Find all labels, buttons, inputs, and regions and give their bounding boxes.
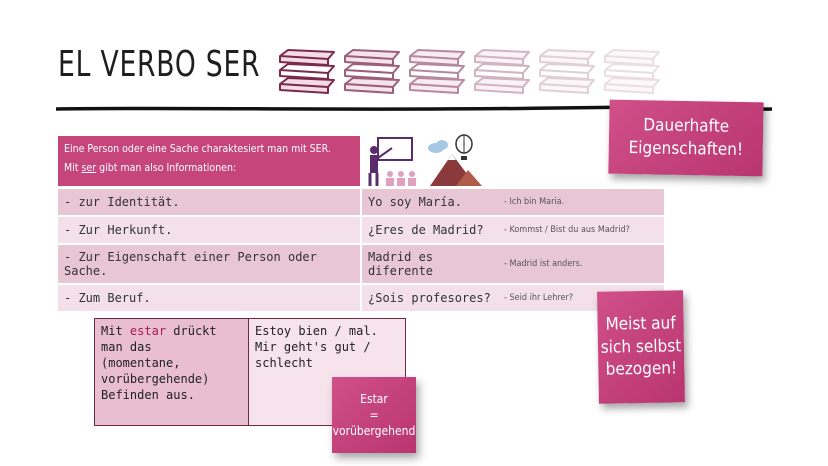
estar-box: Mit estar drückt man das (momentane, vor… [94,318,406,426]
table-row: - Zum Beruf. ¿Sois profesores? - Seid ih… [58,285,664,311]
illustration-icons [368,134,482,186]
estar-explanation: Mit estar drückt man das (momentane, vor… [95,319,249,425]
book-stack-icon [344,49,400,94]
row-label: - Zur Eigenschaft einer Person oder Sach… [64,250,317,278]
note-line: Eigenschaften! [628,138,744,160]
row-translation: - Seid ihr Lehrer? [504,293,574,303]
row-example: Madrid es diferente [360,245,504,283]
row-example: ¿Eres de Madrid? [360,217,504,243]
sticky-note-estar: Estar=vorübergehend [332,377,416,453]
row-translation: - Ich bin Maria. [504,197,565,207]
book-stack-icon [474,49,530,94]
row-translation: - Madrid ist anders. [504,259,583,269]
estar-word: estar [129,324,167,338]
intro-line-2: Mit ser gibt man also Informationen: [64,162,237,174]
page-title: EL VERBO SER [58,44,261,85]
note-line: Dauerhafte [643,115,730,137]
balloon-icon [455,134,473,160]
row-example: Yo soy María. [360,189,504,215]
mountain-icon [430,154,482,186]
book-stack-icon [604,49,660,94]
row-translation: - Kommst / Bist du aus Madrid? [504,225,630,235]
table-row: - zur Identität. Yo soy María. - Ich bin… [58,189,664,215]
cloud-icon [428,140,448,153]
book-stack-icon [409,49,465,94]
row-label: - Zum Beruf. [64,291,151,305]
intro-header: Eine Person oder eine Sache charaktesier… [58,136,360,186]
book-stack-icon [279,49,335,94]
book-stack-icon [539,49,595,94]
table-row: - Zur Herkunft. ¿Eres de Madrid? - Komms… [58,217,664,243]
row-label: - Zur Herkunft. [64,223,173,237]
row-example: ¿Sois profesores? [360,285,504,311]
table-row: - Zur Eigenschaft einer Person oder Sach… [58,245,664,283]
row-label: - zur Identität. [64,195,180,209]
teacher-icon [368,137,416,186]
books-icon-row [279,49,660,94]
ser-underlined: ser [81,162,97,174]
intro-line-1: Eine Person oder eine Sache charaktesier… [64,143,331,155]
